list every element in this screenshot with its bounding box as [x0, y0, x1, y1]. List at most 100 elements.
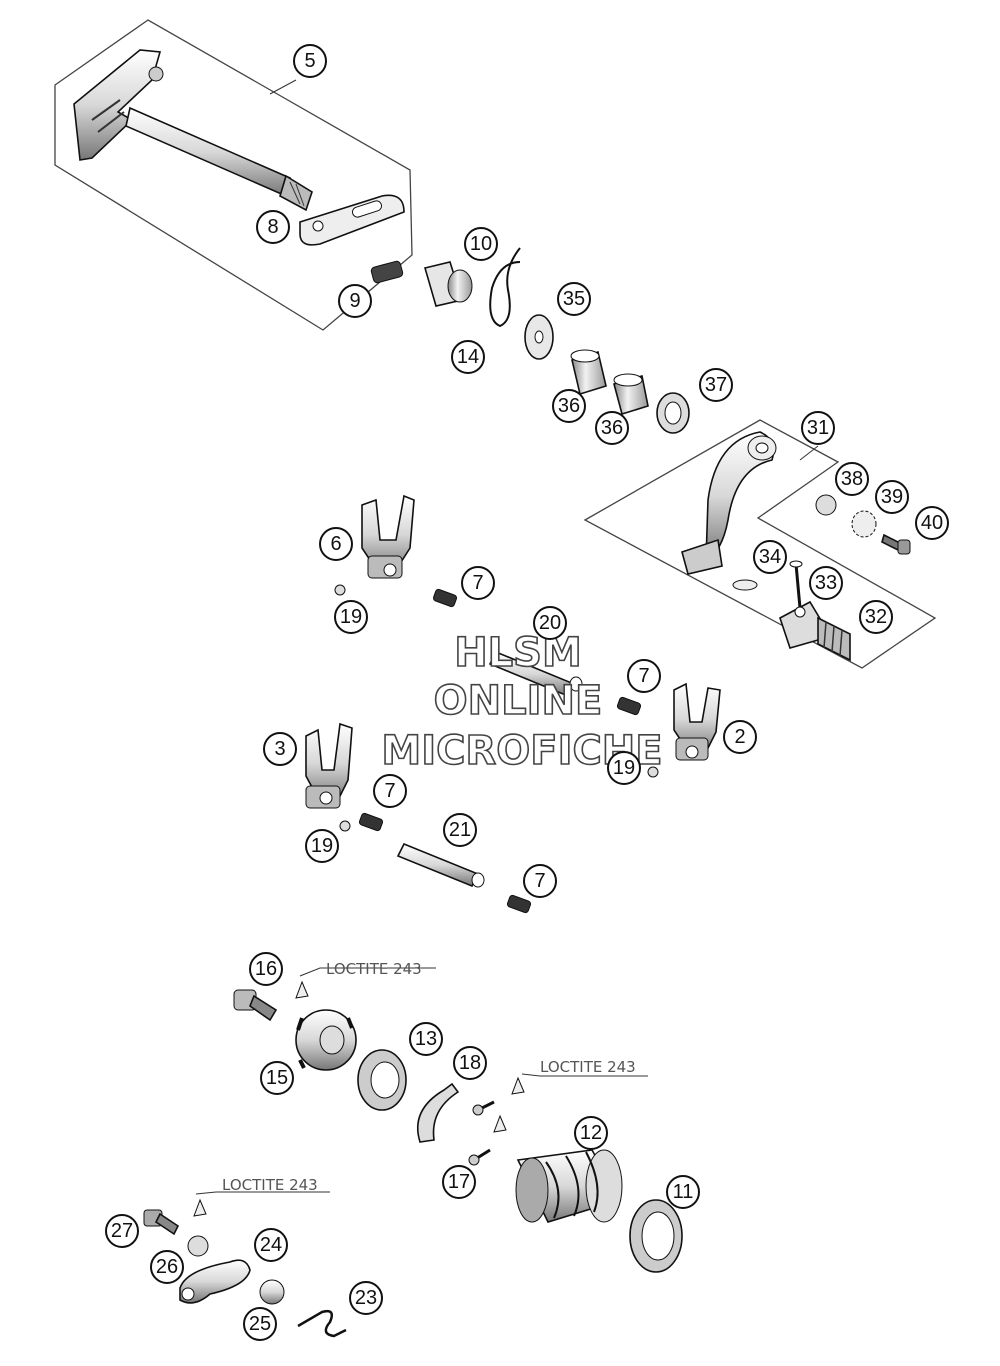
callout-32[interactable]: 32 [859, 600, 893, 634]
callout-31[interactable]: 31 [801, 411, 835, 445]
callout-circle [533, 606, 567, 640]
callout-circle [666, 1175, 700, 1209]
callout-number: 39 [881, 486, 903, 508]
callout-circle [305, 829, 339, 863]
clip-part-34 [732, 579, 758, 591]
callout-number: 31 [807, 417, 829, 439]
callout-17[interactable]: 17 [442, 1165, 476, 1199]
callout-number: 27 [111, 1220, 133, 1242]
callout-19[interactable]: 19 [607, 751, 641, 785]
callout-circle [349, 1281, 383, 1315]
callout-20[interactable]: 20 [533, 606, 567, 640]
callout-number: 19 [613, 757, 635, 779]
callout-number: 13 [415, 1028, 437, 1050]
callout-7[interactable]: 7 [523, 864, 557, 898]
callout-number: 38 [841, 468, 863, 490]
callout-26[interactable]: 26 [150, 1250, 184, 1284]
callout-12[interactable]: 12 [574, 1116, 608, 1150]
loctite-label-2: LOCTITE 243 [540, 1058, 636, 1076]
callout-16[interactable]: 16 [249, 952, 283, 986]
shift-shaft-part [73, 49, 313, 212]
callout-3[interactable]: 3 [263, 732, 297, 766]
callout-number: 11 [673, 1181, 694, 1203]
callout-6[interactable]: 6 [319, 527, 353, 561]
callout-36[interactable]: 36 [552, 389, 586, 423]
callout-23[interactable]: 23 [349, 1281, 383, 1315]
bolt-part-27 [143, 1209, 180, 1236]
watermark-line-1: HLSM [454, 630, 582, 676]
callout-7[interactable]: 7 [627, 659, 661, 693]
callout-39[interactable]: 39 [875, 480, 909, 514]
callout-38[interactable]: 38 [835, 462, 869, 496]
callout-27[interactable]: 27 [105, 1214, 139, 1248]
callout-number: 36 [558, 395, 580, 417]
callout-36[interactable]: 36 [595, 411, 629, 445]
callout-34[interactable]: 34 [753, 540, 787, 574]
callout-number: 9 [349, 290, 360, 312]
callout-5[interactable]: 5 [293, 44, 327, 78]
callout-circle [523, 864, 557, 898]
callout-25[interactable]: 25 [243, 1307, 277, 1341]
callout-24[interactable]: 24 [254, 1228, 288, 1262]
loctite-drop-2b [493, 1114, 507, 1133]
callout-number: 26 [156, 1256, 178, 1278]
callout-11[interactable]: 11 [666, 1175, 700, 1209]
callout-7[interactable]: 7 [461, 566, 495, 600]
callout-number: 19 [340, 606, 362, 628]
bushing-part-36a [570, 349, 607, 396]
callout-number: 17 [448, 1171, 470, 1193]
callout-18[interactable]: 18 [453, 1046, 487, 1080]
callout-number: 6 [330, 533, 341, 555]
callout-2[interactable]: 2 [723, 720, 757, 754]
spring-part-7d [506, 894, 532, 914]
callout-21[interactable]: 21 [443, 813, 477, 847]
callout-circle [699, 368, 733, 402]
washer-part-38 [815, 494, 837, 516]
callout-15[interactable]: 15 [260, 1061, 294, 1095]
spring-part-7b [616, 696, 642, 716]
callout-circle [461, 566, 495, 600]
callout-circle [574, 1116, 608, 1150]
washer-part-24 [187, 1235, 209, 1257]
callout-number: 40 [921, 512, 943, 534]
callout-33[interactable]: 33 [809, 566, 843, 600]
callout-number: 34 [759, 546, 781, 568]
roller-part-19a [334, 584, 346, 596]
shift-fork-part-2 [673, 682, 721, 761]
leader-lines [195, 79, 819, 1195]
bearing-part-11 [629, 1199, 683, 1273]
roller-part-19c [339, 820, 351, 832]
callout-7[interactable]: 7 [373, 774, 407, 808]
callout-number: 19 [311, 835, 333, 857]
callout-19[interactable]: 19 [305, 829, 339, 863]
callout-37[interactable]: 37 [699, 368, 733, 402]
callout-number: 37 [705, 374, 727, 396]
callout-circle [859, 600, 893, 634]
callout-19[interactable]: 19 [334, 600, 368, 634]
callout-number: 20 [539, 612, 561, 634]
callout-number: 21 [449, 819, 471, 841]
callout-number: 7 [638, 665, 649, 687]
callout-10[interactable]: 10 [464, 227, 498, 261]
callout-circle [835, 462, 869, 496]
callout-9[interactable]: 9 [338, 284, 372, 318]
callout-number: 8 [267, 216, 278, 238]
callout-8[interactable]: 8 [256, 210, 290, 244]
shift-drum-part-12 [515, 1149, 623, 1223]
bearing-part-13 [357, 1049, 407, 1111]
fork-shaft-part-20 [488, 650, 583, 698]
shift-fork-part-6 [361, 494, 415, 579]
callout-circle [801, 411, 835, 445]
loctite-label-3: LOCTITE 243 [222, 1176, 318, 1194]
callout-circle [319, 527, 353, 561]
callout-40[interactable]: 40 [915, 506, 949, 540]
callout-35[interactable]: 35 [557, 282, 591, 316]
loctite-drop-1 [295, 980, 309, 999]
callout-13[interactable]: 13 [409, 1022, 443, 1056]
callout-circle [753, 540, 787, 574]
callout-14[interactable]: 14 [451, 340, 485, 374]
washer-part-39 [851, 510, 877, 538]
bushing-part-36b [613, 373, 649, 416]
